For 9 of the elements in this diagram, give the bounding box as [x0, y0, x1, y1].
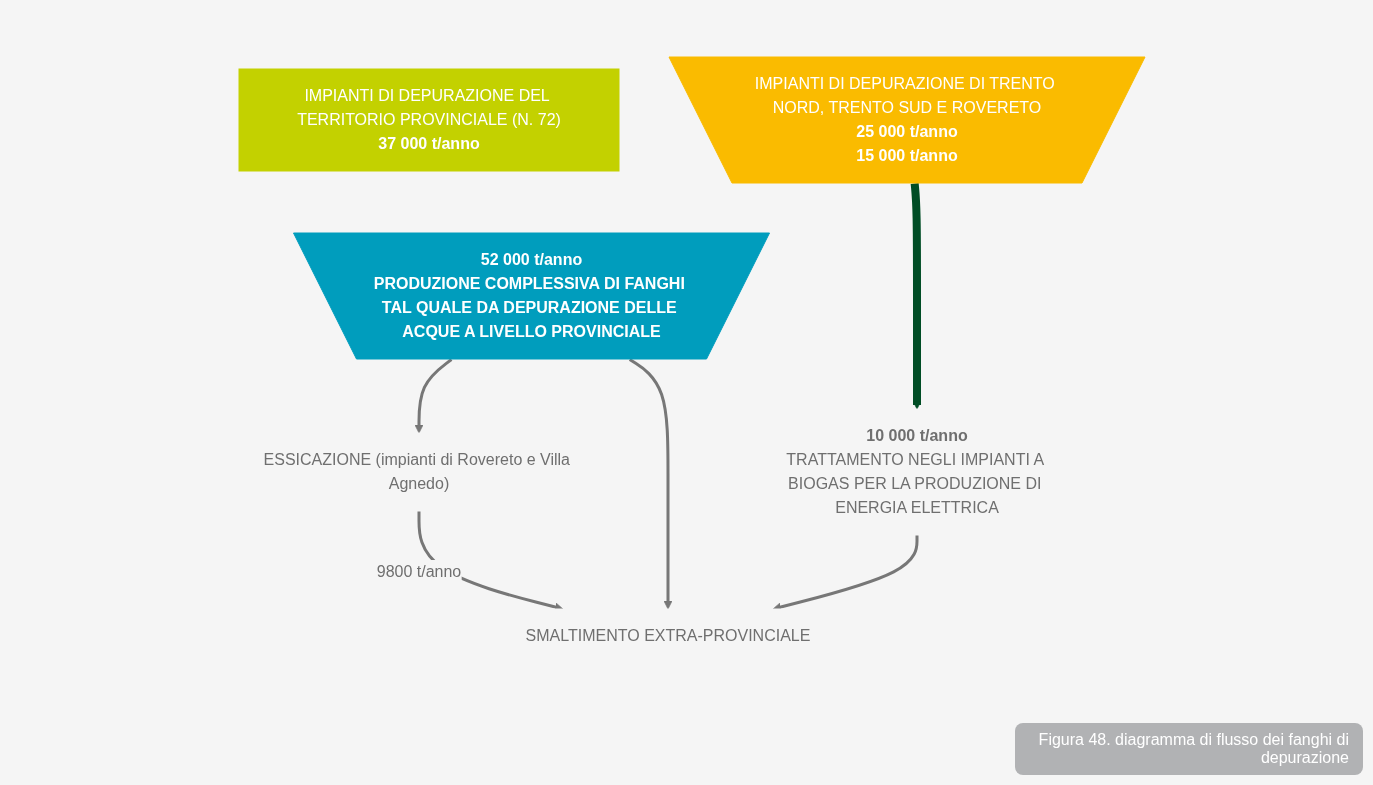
node-text: ESSICAZIONE (impianti di Rovereto e Villa Agnedo) — [263, 451, 570, 492]
node-text: 10 000 t/anno TRATTAMENTO NEGLI IMPIANTI A BIOGAS PER LA PRODUZIONE DI ENERGIA ELETTRICA — [785, 427, 1043, 516]
node-text: SMALTIMENTO EXTRA-PROVINCIALE — [525, 627, 810, 644]
node-box: IMPIANTI DI DEPURAZIONE DEL TERRITORIO PROVINCIALE (N. 72) 37 000 t/anno — [238, 68, 619, 172]
edge-label: 9800 t/anno — [376, 563, 461, 580]
figure-caption: Figura 48. diagramma di flusso dei fanghi di depurazione — [1015, 723, 1363, 775]
arrow — [628, 358, 672, 610]
arrow — [910, 183, 921, 410]
arrow — [414, 358, 452, 434]
